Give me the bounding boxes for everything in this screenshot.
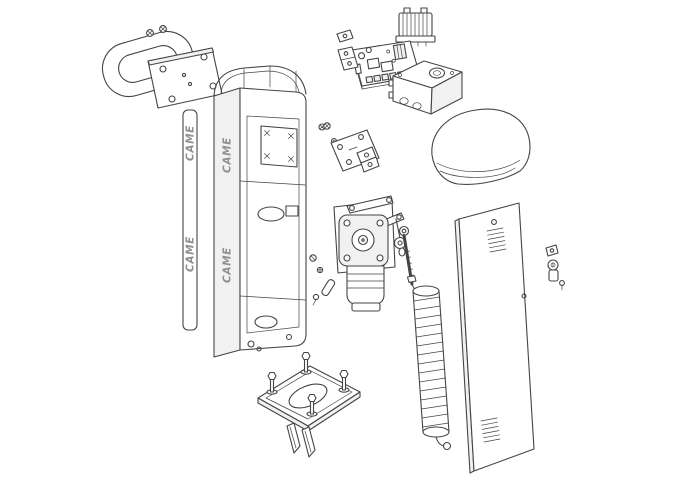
control-box bbox=[388, 60, 463, 115]
transformer-base bbox=[395, 35, 436, 43]
cabinet-top-channel bbox=[220, 70, 300, 94]
motor-base bbox=[351, 302, 381, 312]
motor-ribs bbox=[346, 273, 385, 289]
spring-body bbox=[412, 290, 450, 433]
relay bbox=[366, 57, 381, 70]
upper-vent-slots bbox=[486, 227, 507, 253]
transformer bbox=[395, 7, 436, 47]
crank-link bbox=[395, 218, 401, 239]
capacitor bbox=[358, 52, 366, 60]
barrier-cabinet: CAME CAME CAME CAME bbox=[182, 65, 307, 358]
top-cover-handle-assembly bbox=[101, 25, 223, 109]
mid-square-hole bbox=[285, 205, 299, 217]
spring-coils bbox=[413, 296, 449, 428]
anchor-bolt bbox=[306, 393, 318, 417]
gearbox-bolts bbox=[343, 219, 384, 262]
lock-body bbox=[548, 269, 559, 282]
hinge-tab bbox=[388, 79, 394, 87]
plate-margin bbox=[265, 370, 353, 420]
base-plate-assembly bbox=[257, 351, 361, 458]
anchor-stake bbox=[286, 422, 301, 454]
flange-holes bbox=[337, 134, 364, 165]
rod-nut bbox=[406, 275, 417, 283]
gearmotor bbox=[333, 195, 407, 312]
cover-screws bbox=[146, 25, 167, 37]
came-logo: CAME bbox=[222, 137, 234, 173]
anchor-bolt bbox=[338, 369, 350, 393]
lock-set bbox=[545, 244, 565, 291]
channel-walls bbox=[243, 65, 297, 92]
cabinet-top-cap bbox=[213, 65, 307, 97]
door-top-hole bbox=[491, 219, 497, 225]
cable-knockout bbox=[412, 102, 422, 110]
spacer-pin bbox=[321, 279, 336, 297]
anchor-bolt bbox=[266, 371, 278, 395]
balance-spring-rod bbox=[398, 225, 422, 292]
relay bbox=[380, 60, 394, 73]
door-face bbox=[458, 202, 535, 472]
z-bracket-flange bbox=[360, 156, 380, 173]
transformer-tab bbox=[420, 7, 428, 14]
fastener-set bbox=[309, 254, 336, 306]
hinge-tab bbox=[388, 91, 394, 99]
cabinet-side-rail: CAME CAME bbox=[182, 109, 198, 331]
panel-seams bbox=[239, 180, 307, 301]
balancing-spring bbox=[412, 285, 452, 451]
small-bracket-parts bbox=[336, 29, 359, 71]
came-logo: CAME bbox=[222, 247, 234, 283]
spring-top-cap bbox=[412, 285, 440, 297]
spring-bottom-cap bbox=[422, 426, 450, 438]
lock-hole bbox=[521, 293, 527, 299]
box-cap bbox=[428, 67, 446, 79]
cable-knockout bbox=[399, 97, 409, 105]
mounting-plate bbox=[147, 47, 223, 109]
inner-screw-plate bbox=[260, 125, 298, 168]
came-logo: CAME bbox=[185, 125, 197, 161]
lower-vent-slots bbox=[480, 417, 501, 443]
thread-marks bbox=[405, 250, 414, 277]
mid-slot-hole bbox=[257, 206, 285, 222]
door-opening-frame bbox=[246, 115, 300, 334]
cover-edge bbox=[439, 167, 516, 178]
came-logo: CAME bbox=[185, 236, 197, 272]
capacitor bbox=[365, 46, 372, 54]
bottom-holes bbox=[247, 333, 293, 352]
transmission-lever bbox=[346, 195, 394, 214]
anchor-bolt bbox=[300, 351, 312, 375]
dome-cover bbox=[431, 108, 531, 185]
anchor-stake bbox=[301, 426, 316, 458]
lock-screw bbox=[559, 280, 565, 286]
transformer-tab bbox=[403, 7, 411, 14]
lamination-ribs bbox=[402, 12, 428, 37]
motor-body bbox=[346, 265, 385, 307]
cover-crease bbox=[436, 159, 521, 172]
lock-cam bbox=[545, 244, 559, 257]
screw-cross-marks bbox=[264, 130, 294, 162]
cabinet-side-face bbox=[213, 87, 241, 358]
release-flange-plate bbox=[323, 122, 380, 173]
heatsink bbox=[392, 43, 407, 61]
spring-eye bbox=[442, 441, 452, 451]
box-right-face bbox=[430, 71, 463, 115]
bottom-slot-hole bbox=[254, 315, 278, 329]
cabinet-door-panel bbox=[454, 202, 535, 474]
